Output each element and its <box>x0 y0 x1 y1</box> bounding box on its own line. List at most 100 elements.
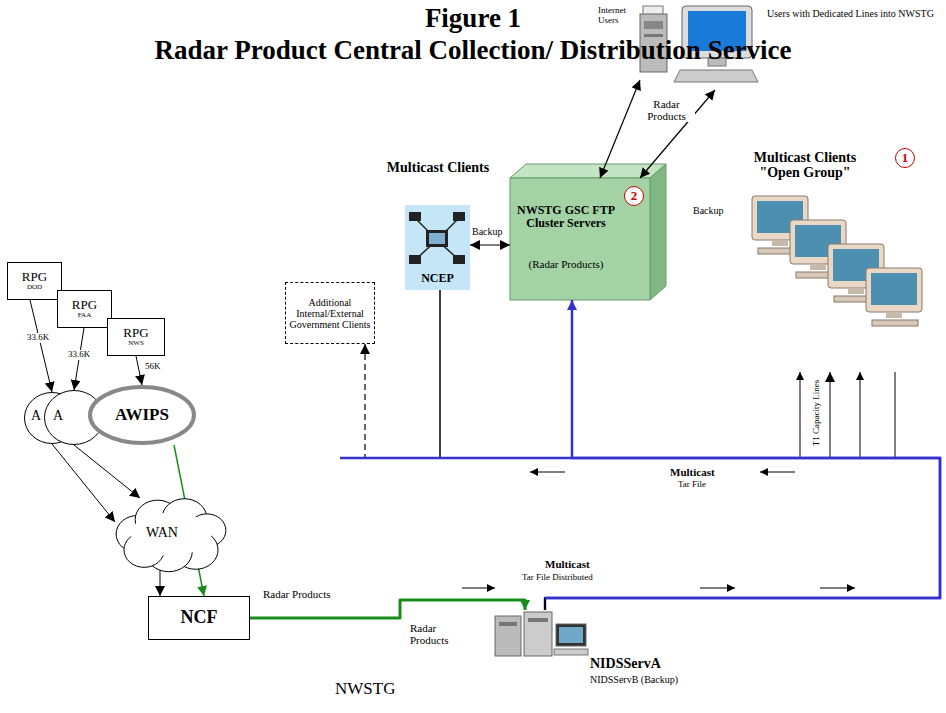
ncep-network-icon <box>409 212 421 221</box>
bus-label: Tar File <box>678 480 706 490</box>
open-group-clients: Multicast Clients "Open Group" <box>740 150 940 372</box>
open-group-computers <box>810 264 826 270</box>
node-text: NCEP <box>405 272 470 285</box>
wan-cloud: WAN <box>115 498 227 570</box>
rpg-box: RPGFAA <box>57 290 112 328</box>
ftp-cluster-box <box>650 164 666 300</box>
callout-number: 1 <box>895 148 915 168</box>
node-text: FAA <box>78 312 91 320</box>
server-icon <box>554 649 588 655</box>
open-group-computers <box>871 273 917 305</box>
internet-computer-icon <box>644 21 663 29</box>
ncep-client: NCEP <box>405 205 470 290</box>
open-group-computers <box>886 312 902 318</box>
edge-label: 33.6K <box>26 333 50 343</box>
cloud-outline <box>131 512 212 555</box>
group-heading: Multicast Clients <box>368 160 508 175</box>
flow-direction-arrows <box>530 471 565 472</box>
nids-server: NIDSServANIDSServB (Backup) <box>490 610 690 702</box>
node-text: DOD <box>27 284 42 292</box>
edge-label: Radar Products <box>638 98 695 122</box>
ncep-network-icon <box>429 233 445 244</box>
connector <box>470 244 510 245</box>
connector <box>545 372 940 610</box>
ncep-network-icon <box>453 212 465 221</box>
flow-direction-arrows <box>462 472 855 588</box>
ncf-box: NCF <box>148 596 250 640</box>
edge-label: 33.6K <box>67 350 91 360</box>
dedicated-user-computer-icon <box>674 70 758 82</box>
node-text: RPG <box>22 270 47 284</box>
connector <box>30 300 52 392</box>
node-text: RPG <box>123 326 148 340</box>
open-group-computers <box>866 268 922 312</box>
server-icon <box>524 612 552 656</box>
connector <box>440 290 940 610</box>
bus-label: Multicast <box>670 466 715 478</box>
connector <box>600 80 640 178</box>
edge-label: Radar Products <box>262 588 332 600</box>
node-text: NWS <box>128 340 144 348</box>
server-icon <box>556 624 586 646</box>
open-group-computers <box>866 268 922 326</box>
node-text: Additional Internal/External Government … <box>289 297 371 330</box>
flow-direction-arrows <box>700 587 735 588</box>
bus-label: Multicast <box>545 558 590 570</box>
node-text: Users with Dedicated Lines into NWSTG <box>767 8 937 19</box>
connector <box>545 300 940 610</box>
ncep-network-icon <box>409 255 421 264</box>
node-text: WAN <box>137 525 187 540</box>
server-icon <box>495 616 521 656</box>
ftp-cluster-box <box>510 164 666 178</box>
node-text: A <box>53 408 63 423</box>
node-text: (Radar Products) <box>516 258 616 270</box>
awips-ellipse: AWIPS <box>88 385 196 445</box>
open-group-computers <box>872 320 918 326</box>
node-text: NIDSServA <box>590 656 661 671</box>
bus-label: Tar File Distributed <box>522 573 593 583</box>
connector <box>52 444 115 522</box>
open-group-computers <box>752 196 922 326</box>
node-text: A <box>31 408 41 423</box>
connector <box>250 600 525 618</box>
open-group-computers <box>772 240 788 246</box>
server-icon <box>499 622 517 626</box>
flow-direction-arrows <box>462 587 495 588</box>
node-text: Internet Users <box>598 6 636 26</box>
connector <box>365 344 940 610</box>
internet-users: Internet Users <box>598 2 673 80</box>
ftp-cluster-servers: NWSTG GSC FTP Cluster Servers (Radar Prod… <box>510 178 650 300</box>
line-label: T1 Capacity Lines <box>812 373 822 453</box>
ftp-cluster-box <box>510 178 650 300</box>
t1-capacity-lines <box>860 372 861 458</box>
flow-label: Radar Products <box>410 622 465 646</box>
open-group-computers <box>848 288 864 294</box>
node-text: RPG <box>72 298 97 312</box>
t1-capacity-lines <box>895 372 896 458</box>
ellipse-outline <box>90 387 194 443</box>
dedicated-line-users: Users with Dedicated Lines into NWSTG <box>675 2 943 90</box>
diagram-subtitle: Radar Product Central Collection/ Distri… <box>0 36 946 66</box>
multicast-bus <box>340 458 940 598</box>
node-text: Multicast Clients "Open Group" <box>740 150 870 181</box>
edge-label: Backup <box>471 226 504 237</box>
flow-direction-arrows <box>820 587 855 588</box>
callout-number: 2 <box>624 186 644 206</box>
server-icon <box>559 627 583 643</box>
rpg-box: RPGDOD <box>7 262 62 300</box>
government-clients-box: Additional Internal/External Government … <box>285 282 375 344</box>
ncep-network-icon <box>453 255 465 264</box>
node-text: NWSTG GSC FTP Cluster Servers <box>516 204 616 230</box>
ftp-cluster-box <box>510 164 666 300</box>
server-icon <box>528 618 548 622</box>
t1-capacity-lines <box>800 372 895 458</box>
flow-direction-arrows <box>760 471 795 472</box>
connector <box>74 445 140 498</box>
rpg-box: RPGNWS <box>107 318 165 356</box>
server-icon <box>495 612 588 656</box>
connector <box>136 356 142 385</box>
